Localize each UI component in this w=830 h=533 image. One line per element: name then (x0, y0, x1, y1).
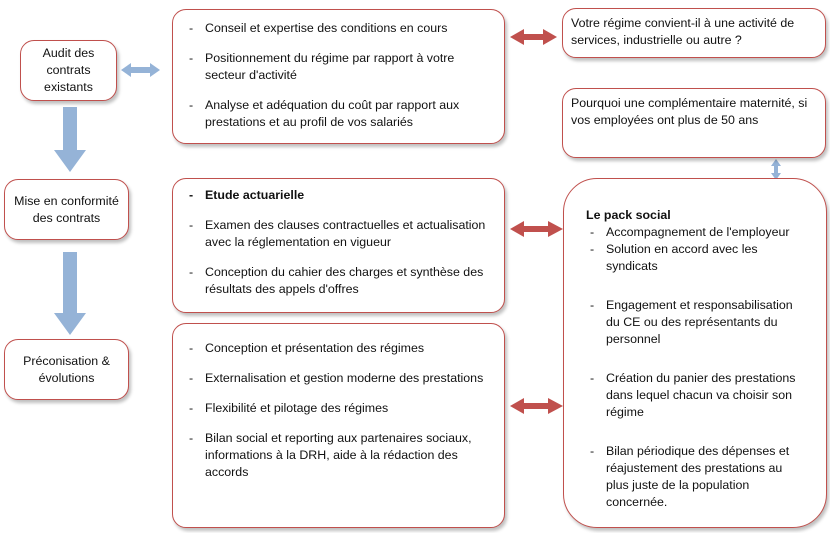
blue-down-arrow-1 (54, 107, 86, 172)
preconisation-item: Externalisation et gestion moderne des p… (185, 370, 494, 387)
conformite-title: Etude actuarielle (185, 187, 494, 204)
red-double-arrow-3 (510, 398, 563, 414)
audit-item: Conseil et expertise des conditions en c… (185, 20, 494, 37)
pack-social-title: Le pack social (586, 208, 671, 222)
preconisation-item: Flexibilité et pilotage des régimes (185, 400, 494, 417)
question-regime-box: Votre régime convient-il à une activité … (562, 8, 826, 58)
question-maternite-box: Pourquoi une complémentaire maternité, s… (562, 88, 826, 158)
pack-social-item: Engagement et responsabilisation du CE o… (586, 297, 808, 348)
audit-item: Positionnement du régime par rapport à v… (185, 50, 494, 84)
conformite-item: Conception du cahier des charges et synt… (185, 264, 494, 298)
blue-double-arrow-audit (121, 63, 160, 77)
stage-preconisation-label: Préconisation & évolutions (23, 353, 110, 385)
pack-social-box: Le pack social Accompagnement de l'emplo… (563, 178, 827, 528)
pack-social-item: Accompagnement de l'employeur (586, 224, 808, 241)
stage-conformite: Mise en conformité des contrats (4, 179, 129, 240)
pack-social-item: Bilan périodique des dépenses et réajust… (586, 443, 808, 511)
red-double-arrow-1 (510, 29, 557, 45)
conformite-details-box: Etude actuarielle Examen des clauses con… (172, 178, 505, 313)
conformite-item: Examen des clauses contractuelles et act… (185, 217, 494, 251)
red-double-arrow-2 (510, 221, 563, 237)
preconisation-details-box: Conception et présentation des régimes E… (172, 323, 505, 528)
stage-audit: Audit des contrats existants (20, 40, 117, 101)
pack-social-item: Création du panier des prestations dans … (586, 370, 808, 421)
question-maternite-text: Pourquoi une complémentaire maternité, s… (571, 96, 808, 127)
audit-item: Analyse et adéquation du coût par rappor… (185, 97, 494, 131)
stage-audit-label: Audit des contrats existants (42, 46, 95, 94)
preconisation-item: Conception et présentation des régimes (185, 340, 494, 357)
audit-details-box: Conseil et expertise des conditions en c… (172, 9, 505, 144)
stage-conformite-label: Mise en conformité des contrats (14, 193, 119, 225)
preconisation-item: Bilan social et reporting aux partenaire… (185, 430, 494, 481)
stage-preconisation: Préconisation & évolutions (4, 339, 129, 400)
blue-double-arrow-vertical (771, 159, 781, 180)
blue-down-arrow-2 (54, 252, 86, 335)
question-regime-text: Votre régime convient-il à une activité … (571, 16, 795, 47)
pack-social-item: Solution en accord avec les syndicats (586, 241, 808, 275)
